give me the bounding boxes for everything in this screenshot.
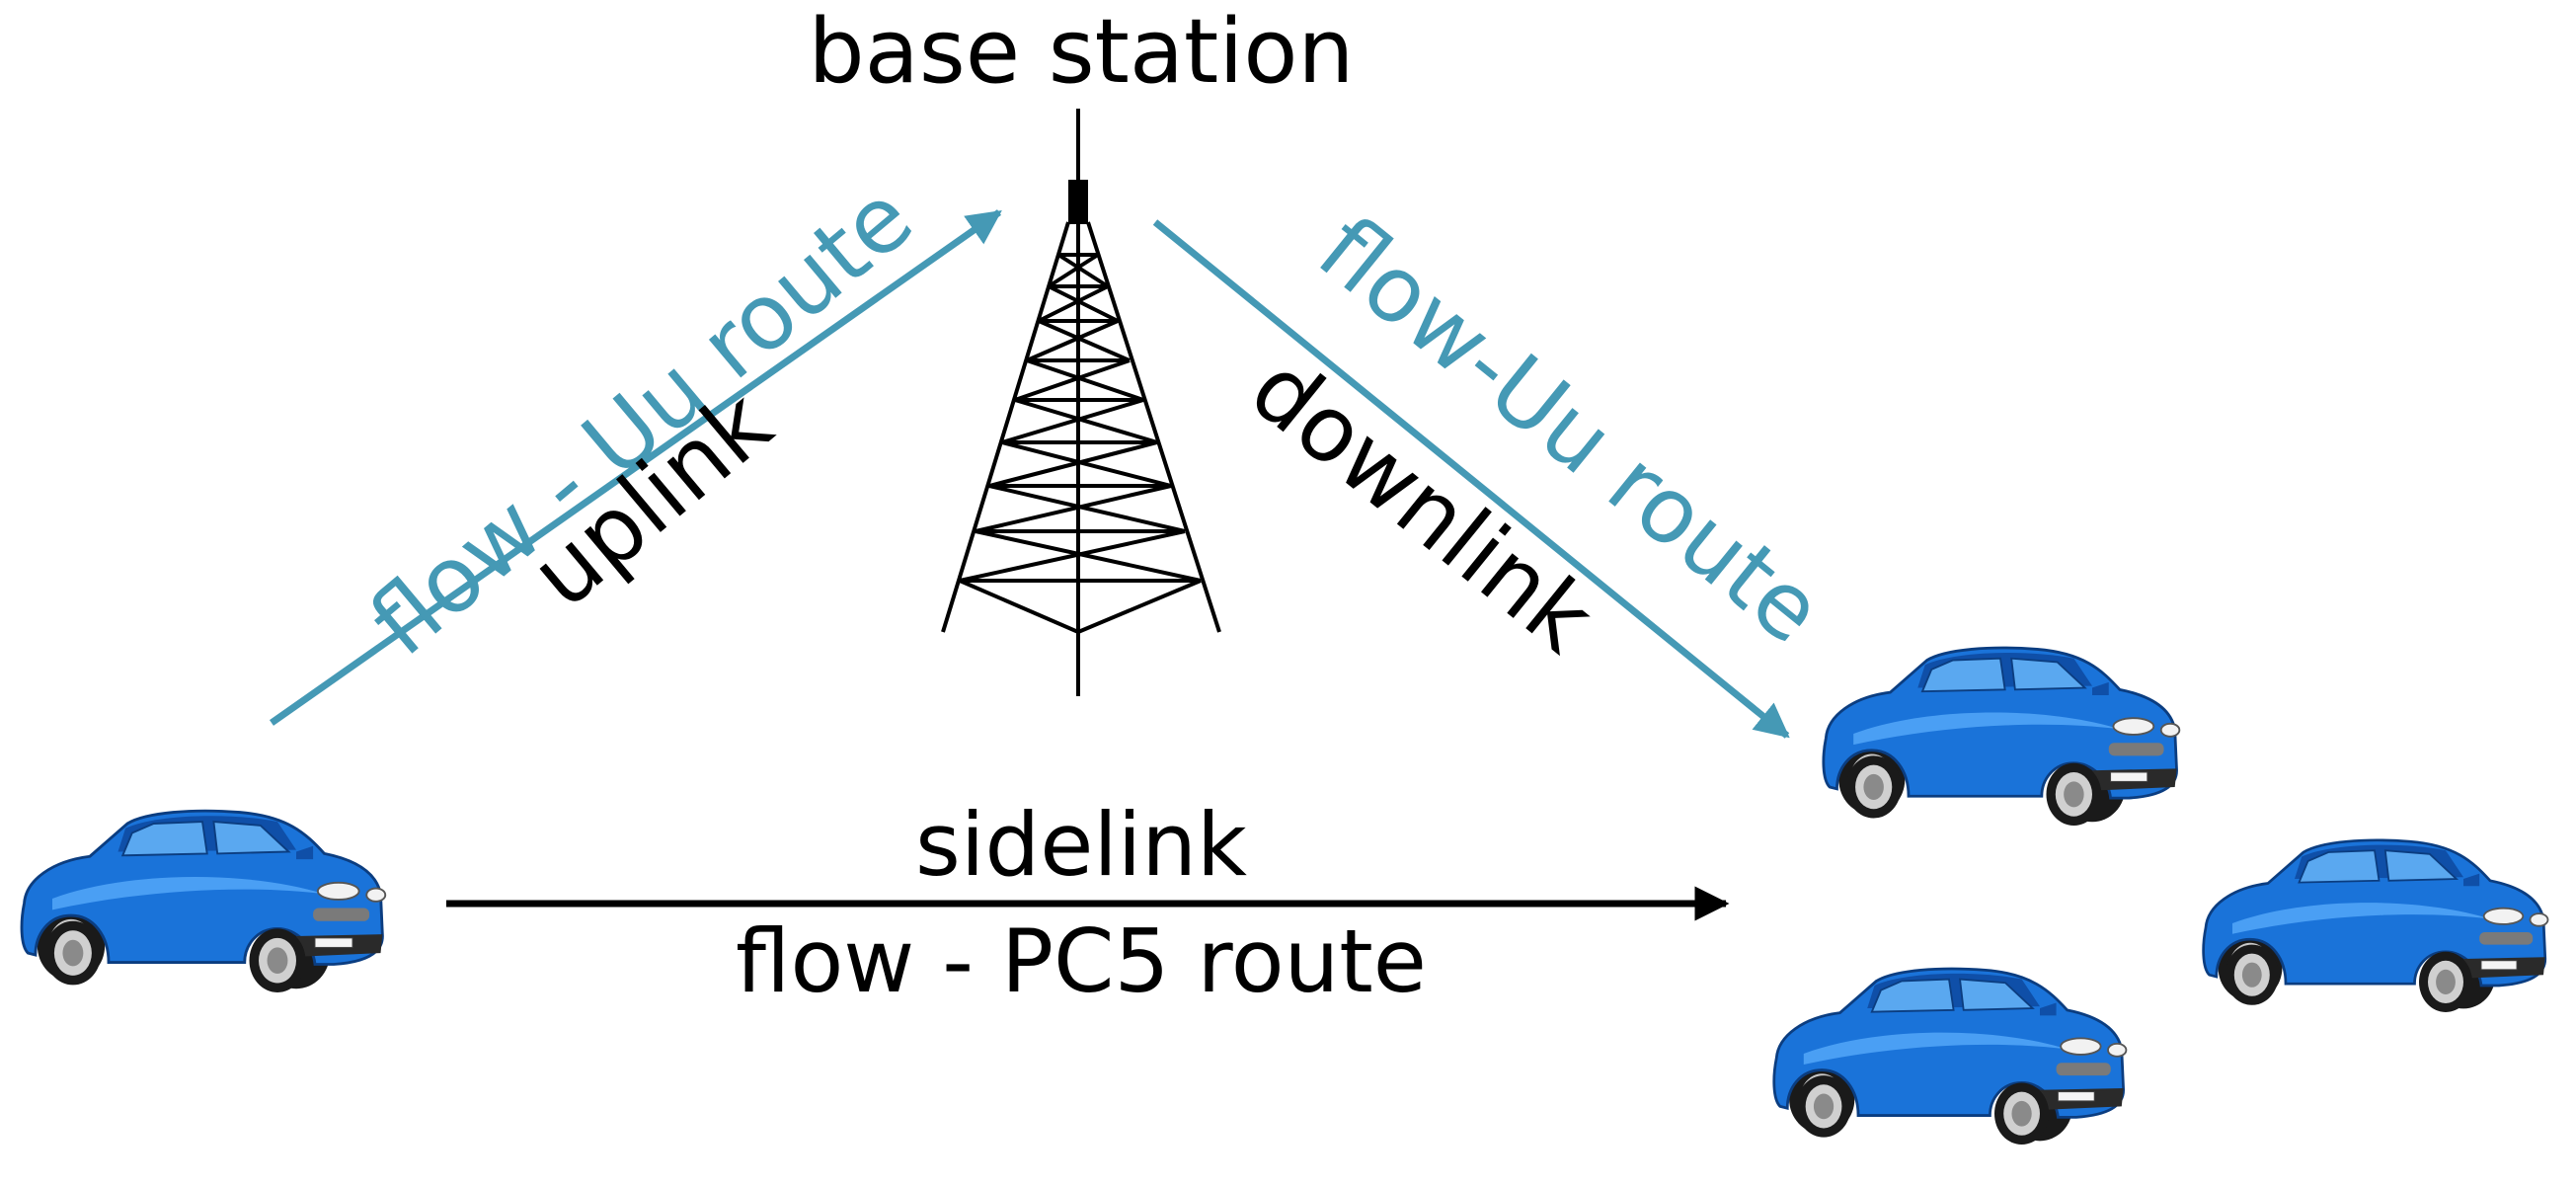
sidelink-label: sidelink (915, 794, 1247, 896)
car-icon (1822, 646, 2181, 828)
base-station-label: base station (808, 0, 1355, 104)
pc5-route-label: flow - PC5 route (736, 910, 1427, 1012)
cell-tower-icon (941, 109, 1221, 696)
car-icon (2202, 838, 2549, 1014)
downlink-arrow (1152, 219, 1790, 739)
uplink-arrow (269, 209, 1002, 726)
